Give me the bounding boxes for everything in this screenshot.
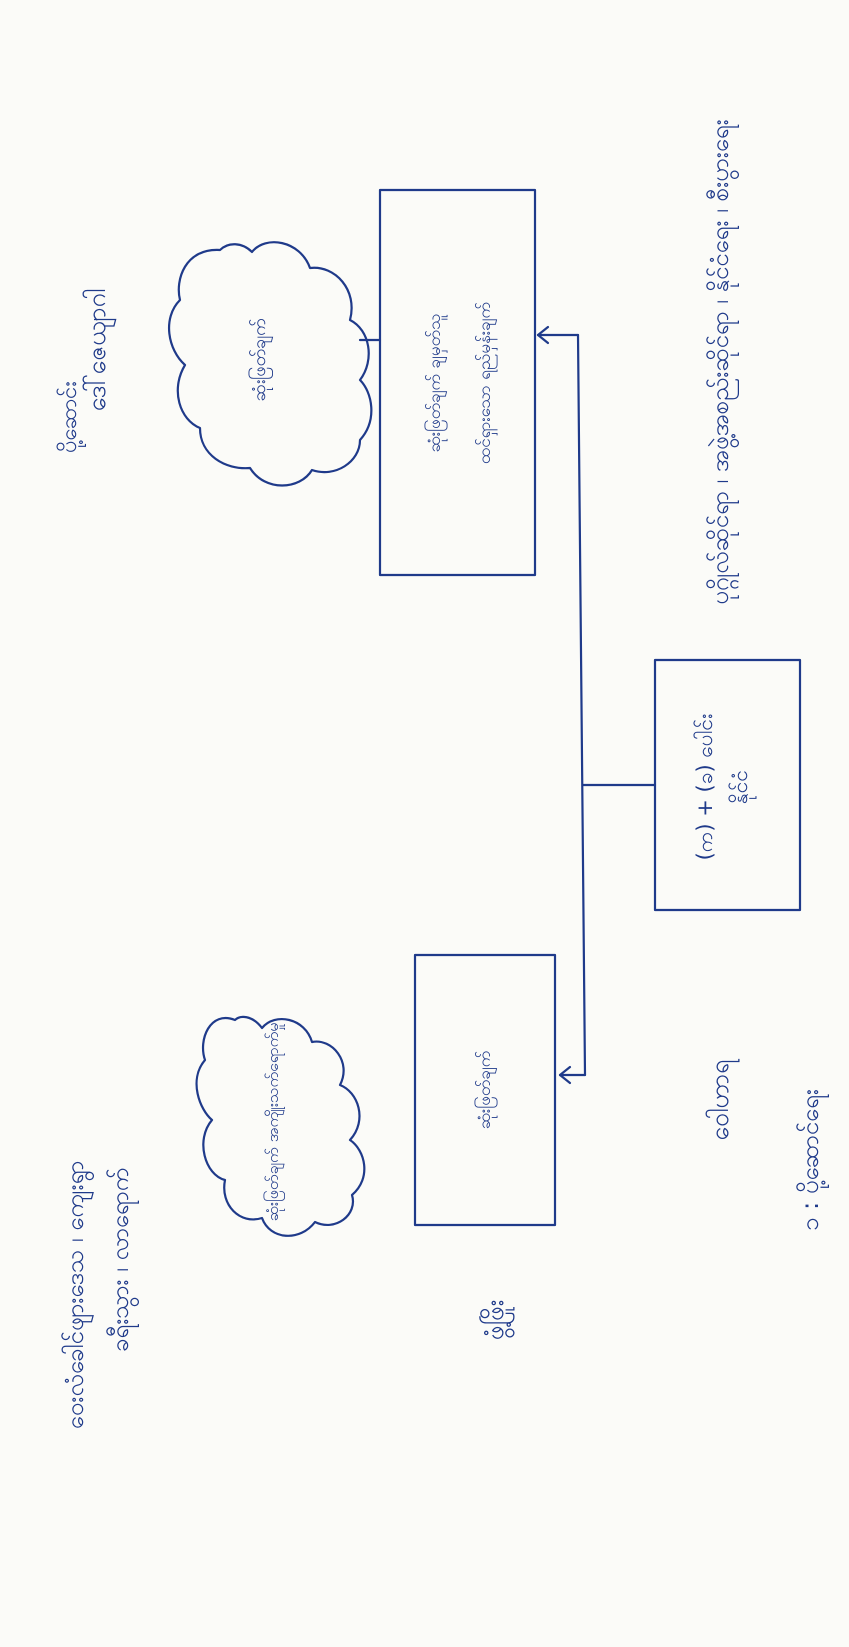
top-cloud <box>167 241 373 487</box>
arrow-head-bottom <box>558 1065 572 1085</box>
connector-vertical <box>576 333 587 1077</box>
bottom-box-label: ဆုံးဖြတ်ချက် <box>475 1050 495 1130</box>
middle-box-label-1: (က) + (ခ) ပေါင်း <box>693 713 717 861</box>
top-cloud-label: ဆုံးဖြတ်ချက် <box>249 318 270 402</box>
middle-box-label-2: နိုင်ငံ <box>728 769 752 805</box>
bottom-box <box>413 953 557 1227</box>
bottom-left-note-2: ခရီးသွား ၊ လာရောက် <box>106 1167 134 1353</box>
middle-note: ဝေါဟာရ <box>705 1059 734 1141</box>
middle-note-2: ၁ : ပို့ဆောင်ရေး <box>796 1089 824 1231</box>
bottom-left-note-1: ဝေးလံခေါင်ဖျားဒေသ ၊ ကျေးရွာ <box>61 1160 89 1430</box>
arrow-head-top <box>536 325 550 345</box>
bottom-cloud <box>195 1015 366 1237</box>
top-box <box>378 188 537 577</box>
bottom-cloud-label: ဆုံးဖြတ်ချက် အကျိုးသက်ရောက်မှု <box>263 1022 282 1222</box>
top-edge-label: ပုဂ္ဂိုလ်ဆိုင်ရာ ၊ အဖွဲ့အစည်းဆိုင်ရာ ၊ န… <box>706 119 734 605</box>
top-note-2: ပို့ဆောင်း <box>57 381 82 453</box>
bottom-box-side: ဖွံ့ဖြိုး <box>480 1299 510 1341</box>
top-box-label-1: ထင်ရှားသော ရည်မှန်းချက် <box>475 301 495 465</box>
top-box-label-2: ဆုံးဖြတ်ချက် ချမှတ်သူ <box>425 313 445 453</box>
